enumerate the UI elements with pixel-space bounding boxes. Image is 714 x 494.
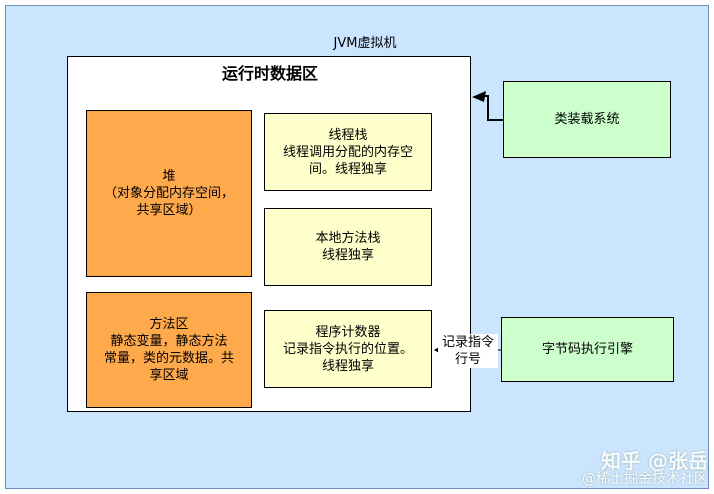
class-loader-box: 类装载系统 bbox=[503, 81, 671, 158]
watermark-line1: 知乎 @张岳 bbox=[601, 449, 708, 473]
heap-box: 堆 （对象分配内存空间， 共享区域） bbox=[86, 110, 252, 277]
jvm-title: JVM虚拟机 bbox=[333, 36, 397, 51]
program-counter-box: 程序计数器 记录指令执行的位置。 线程独享 bbox=[264, 310, 432, 388]
method-area-box: 方法区 静态变量，静态方法 常量，类的元数据。共 享区域 bbox=[86, 292, 252, 408]
native-method-stack-box: 本地方法栈 线程独享 bbox=[264, 208, 432, 286]
watermark-line2: @稀土掘金技术社区 bbox=[582, 471, 708, 487]
watermark: 知乎 @张岳 @稀土掘金技术社区 bbox=[558, 449, 708, 488]
execution-engine-box: 字节码执行引擎 bbox=[501, 317, 674, 382]
thread-stack-box: 线程栈 线程调用分配的内存空 间。线程独享 bbox=[264, 113, 432, 191]
classloader-arrowhead bbox=[472, 91, 486, 102]
engine-edge-label: 记录指令 行号 bbox=[438, 334, 498, 368]
runtime-data-area-title: 运行时数据区 bbox=[221, 64, 318, 83]
